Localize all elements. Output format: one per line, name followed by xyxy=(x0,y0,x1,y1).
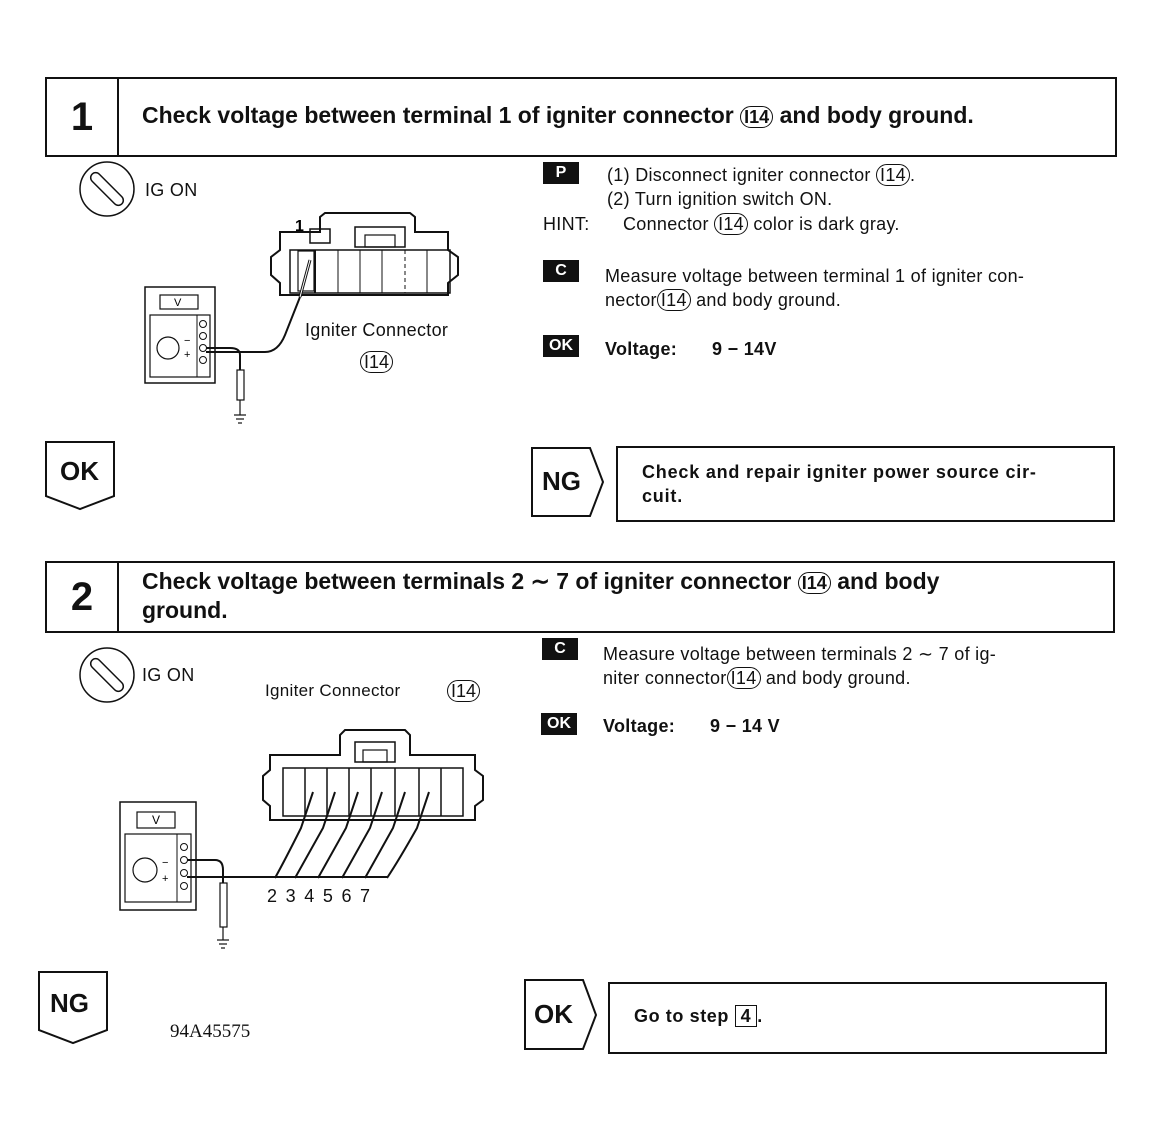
step1-hint-ref: I14 xyxy=(714,213,748,235)
step1-c-line2-pre: nector xyxy=(605,290,657,310)
step1-connector-caption: Igniter Connector xyxy=(305,320,449,340)
svg-text:−: − xyxy=(162,857,168,869)
step1-ok-arrow-label: OK xyxy=(60,456,99,486)
svg-text:−: − xyxy=(184,335,190,347)
step2-ng-arrow-label: NG xyxy=(50,988,89,1018)
step2-ng-arrow xyxy=(38,971,108,1045)
step2-title-pre: Check voltage between terminals 2 ∼ 7 of… xyxy=(142,568,792,594)
step2-goto-pre: Go to step xyxy=(634,1006,729,1026)
step2-number: 2 xyxy=(47,563,119,631)
ignition-switch-icon xyxy=(79,161,135,217)
step2-ig-on-label: IG ON xyxy=(142,665,195,685)
step2-title: Check voltage between terminals 2 ∼ 7 of… xyxy=(142,567,1093,625)
ignition-switch-icon xyxy=(79,647,135,703)
step1-p-line2: (2) Turn ignition switch ON. xyxy=(607,189,833,209)
step2-terminal-labels: 2 3 4 5 6 7 xyxy=(267,886,371,906)
figure-code: 94A45575 xyxy=(170,1021,251,1042)
step2-ok-arrow-label: OK xyxy=(534,999,573,1029)
step1-ng-arrow xyxy=(531,447,605,517)
step2-goto-post: . xyxy=(757,1006,763,1026)
step2-ok-badge: OK xyxy=(541,713,577,735)
step1-hint-text: Connector I14 color is dark gray. xyxy=(623,212,900,236)
step2-title-line2: ground. xyxy=(142,597,228,623)
step2-goto-step-ref[interactable]: 4 xyxy=(734,1005,758,1027)
step2-connector-caption: Igniter Connector xyxy=(265,681,401,700)
step1-ng-arrow-label: NG xyxy=(542,466,581,496)
step1-ng-text-line2: cuit. xyxy=(642,486,684,506)
step2-voltmeter-label: V xyxy=(152,813,160,827)
step1-connector-ref-text: I14 xyxy=(360,351,394,373)
step1-connector-ref: I14 xyxy=(360,351,394,373)
step2-header: 2 Check voltage between terminals 2 ∼ 7 … xyxy=(45,561,1115,633)
step2-connector-diagram: V − + xyxy=(119,729,484,949)
step1-c-line2-post: and body ground. xyxy=(696,290,841,310)
step1-ok-value: 9 − 14V xyxy=(712,339,777,359)
step1-title-text: Check voltage between terminal 1 of igni… xyxy=(142,102,734,128)
step2-goto-text: Go to step 4. xyxy=(634,1005,763,1027)
step2-title-line1: Check voltage between terminals 2 ∼ 7 of… xyxy=(142,567,1093,596)
step1-ig-on-label: IG ON xyxy=(145,180,198,200)
step1-header: 1 Check voltage between terminal 1 of ig… xyxy=(45,77,1117,157)
step1-p-line1-text: (1) Disconnect igniter connector xyxy=(607,165,871,185)
step2-ok-label: Voltage: xyxy=(603,716,676,736)
svg-text:+: + xyxy=(162,873,168,885)
step1-title: Check voltage between terminal 1 of igni… xyxy=(142,101,1095,130)
step1-hint-pre: Connector xyxy=(623,214,709,234)
step1-p-badge: P xyxy=(543,162,579,184)
step1-terminal-1-label: 1 xyxy=(295,218,304,235)
step1-p-line1: (1) Disconnect igniter connector I14. xyxy=(607,163,915,187)
step1-c-line1: Measure voltage between terminal 1 of ig… xyxy=(605,266,1025,286)
step1-ok-badge: OK xyxy=(543,335,579,357)
step2-c-line2-ref: I14 xyxy=(726,667,761,689)
step1-ok-label: Voltage: xyxy=(605,339,678,359)
step1-ng-result-box: Check and repair igniter power source ci… xyxy=(616,446,1115,522)
step1-p-line1-ref: I14 xyxy=(876,164,910,186)
step1-number: 1 xyxy=(47,79,119,155)
step2-c-line2-post: and body ground. xyxy=(765,668,911,688)
step2-ok-value: 9 − 14 V xyxy=(710,716,780,736)
step2-title-connector-ref: I14 xyxy=(797,572,831,594)
step1-voltmeter-label: V xyxy=(174,297,182,309)
step1-p-line1-end: . xyxy=(909,165,916,185)
step2-connector-ref-text: I14 xyxy=(447,680,481,702)
step2-c-line1: Measure voltage between terminals 2 ∼ 7 … xyxy=(603,644,997,664)
step1-c-line2-ref: I14 xyxy=(656,289,691,311)
step2-ok-result-box: Go to step 4. xyxy=(608,982,1107,1054)
step1-c-badge: C xyxy=(543,260,579,282)
step1-ok-arrow xyxy=(45,441,115,511)
step1-title-end: and body ground. xyxy=(779,102,974,128)
step1-connector-diagram: 1 V − + xyxy=(144,212,459,424)
step1-hint-post: color is dark gray. xyxy=(753,214,900,234)
step1-title-connector-ref: I14 xyxy=(740,106,774,128)
step2-ok-arrow xyxy=(524,979,598,1050)
step2-c-line2-pre: niter connector xyxy=(603,668,727,688)
step2-connector-ref: I14 xyxy=(447,680,481,702)
step2-c-badge: C xyxy=(542,638,578,660)
svg-text:+: + xyxy=(184,349,190,361)
step2-title-post: and body xyxy=(837,568,940,594)
step1-hint-label: HINT: xyxy=(543,214,590,234)
step1-ng-text-line1: Check and repair igniter power source ci… xyxy=(642,462,1037,482)
